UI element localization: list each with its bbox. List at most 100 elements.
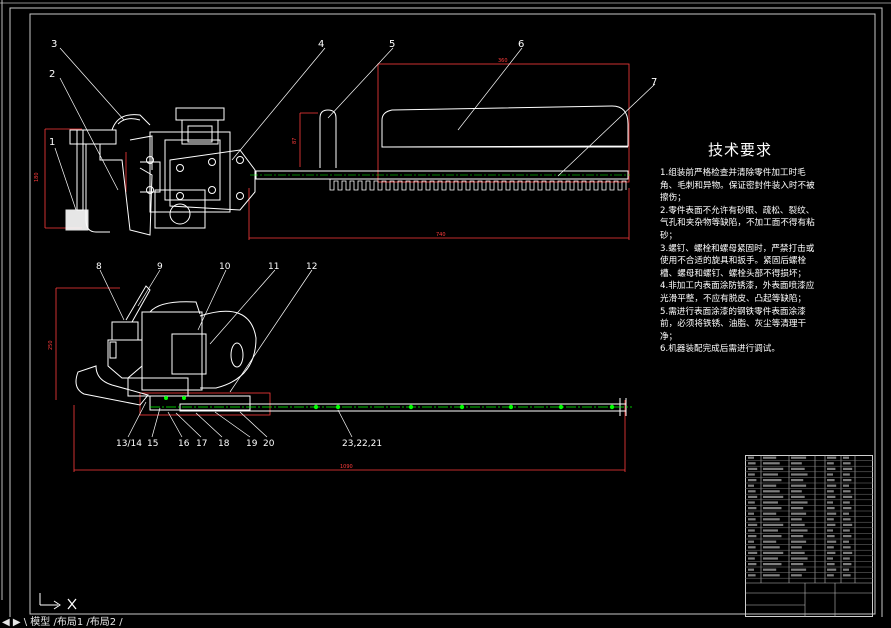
- bom-cell-mark: [843, 484, 849, 487]
- bom-cell-mark: [791, 529, 808, 532]
- tech-line: 砂；: [660, 230, 678, 241]
- callout-4: 4: [318, 39, 324, 50]
- callout-8: 8: [96, 262, 102, 272]
- callout-20: 20: [263, 439, 275, 449]
- callout-1: 1: [49, 137, 55, 148]
- tech-line: 3.螺钉、螺栓和螺母紧固时，严禁打击或: [660, 243, 815, 254]
- technical-requirements-title: 技术要求: [708, 141, 773, 159]
- bom-cell-mark: [843, 507, 852, 510]
- bom-cell-mark: [763, 462, 780, 465]
- layout-tabs-bar: [0, 617, 891, 628]
- bom-cell-mark: [763, 507, 782, 510]
- callout-7: 7: [651, 77, 657, 88]
- bom-cell-mark: [827, 529, 833, 532]
- bom-cell-mark: [763, 456, 777, 459]
- bom-cell-mark: [791, 535, 804, 538]
- bom-cell-mark: [791, 467, 805, 470]
- tech-line: 光滑平整，不应有脱皮、凸起等缺陷；: [660, 293, 807, 304]
- callout-15: 15: [147, 439, 158, 449]
- bom-cell-mark: [827, 574, 834, 577]
- bom-cell-mark: [843, 563, 852, 566]
- tech-line: 槽、螺母和螺钉、螺栓头部不得损坏；: [660, 268, 807, 279]
- bom-cell-mark: [791, 568, 807, 571]
- bom-cell-mark: [763, 490, 780, 493]
- svg-text:1090: 1090: [340, 464, 353, 470]
- bom-cell-mark: [748, 523, 758, 526]
- callout-3: 3: [51, 39, 57, 50]
- bom-cell-mark: [843, 535, 852, 538]
- bom-cell-mark: [791, 507, 804, 510]
- bom-cell-mark: [843, 557, 850, 560]
- bom-cell-mark: [763, 563, 782, 566]
- bom-cell-mark: [763, 484, 777, 487]
- bom-cell-mark: [748, 568, 754, 571]
- bom-cell-mark: [827, 495, 836, 498]
- bom-cell-mark: [843, 512, 849, 515]
- bom-cell-mark: [763, 540, 777, 543]
- ucs-axis-icon: [36, 593, 82, 615]
- tech-line: 前，必须将铁锈、油脂、灰尘等清理干: [660, 319, 807, 330]
- callout-13-14: 13/14: [116, 439, 142, 449]
- bom-cell-mark: [843, 456, 849, 459]
- callout-16: 16: [178, 439, 190, 449]
- bom-cell-mark: [791, 523, 805, 526]
- bom-cell-mark: [827, 512, 837, 515]
- svg-text:180: 180: [34, 172, 40, 182]
- tech-line: 4.非加工内表面涂防锈漆，外表面喷漆应: [660, 281, 815, 292]
- callout-11: 11: [268, 262, 279, 272]
- callout-18: 18: [218, 439, 230, 449]
- bom-cell-mark: [827, 546, 834, 549]
- bom-cell-mark: [827, 473, 833, 476]
- bom-cell-mark: [748, 512, 754, 515]
- bom-cell-mark: [763, 518, 780, 521]
- bom-cell-mark: [827, 535, 835, 538]
- svg-text:87: 87: [292, 138, 298, 144]
- bom-cell-mark: [763, 512, 777, 515]
- bom-cell-mark: [791, 495, 805, 498]
- tech-line: 净；: [660, 331, 678, 342]
- bom-cell-mark: [791, 473, 808, 476]
- bom-cell-mark: [827, 540, 837, 543]
- svg-text:740: 740: [436, 232, 446, 238]
- bom-cell-mark: [748, 462, 756, 465]
- bom-cell-mark: [748, 535, 757, 538]
- bom-cell-mark: [748, 507, 757, 510]
- tech-line: 气孔和夹杂物等缺陷，不加工面不得有粘: [660, 218, 815, 229]
- bom-cell-mark: [827, 563, 835, 566]
- bom-cell-mark: [843, 473, 850, 476]
- bom-cell-mark: [748, 495, 758, 498]
- bom-cell-mark: [748, 563, 757, 566]
- callout-2: 2: [49, 69, 55, 80]
- layout-tabs[interactable]: ◀ ▶ \ 模型 /布局1 /布局2 /: [2, 617, 123, 628]
- bom-cell-mark: [827, 456, 837, 459]
- bom-cell-mark: [748, 551, 758, 554]
- title-block: [745, 455, 873, 617]
- bom-cell-mark: [748, 518, 756, 521]
- close-x-icon: [67, 598, 77, 610]
- bom-cell-mark: [843, 551, 853, 554]
- front-view: 1090 250: [48, 262, 632, 472]
- bom-cell-mark: [763, 551, 784, 554]
- callout-6: 6: [518, 39, 524, 50]
- bom-cell-mark: [748, 473, 755, 476]
- bom-cell-mark: [843, 501, 850, 504]
- tech-line: 1.组装前严格检查并清除零件加工时毛: [660, 168, 806, 178]
- callout-23-22-21: 23,22,21: [342, 439, 382, 449]
- callout-17: 17: [196, 439, 207, 449]
- bom-cell-mark: [748, 456, 754, 459]
- callout-5: 5: [389, 39, 395, 50]
- bom-cell-mark: [748, 484, 754, 487]
- svg-text:360: 360: [498, 58, 508, 64]
- bom-cell-mark: [763, 568, 777, 571]
- bom-cell-mark: [827, 484, 837, 487]
- bom-cell-mark: [763, 473, 778, 476]
- tech-line: 使用不合适的旋具和扳手。紧固后螺栓: [660, 256, 807, 267]
- bom-cell-mark: [843, 568, 849, 571]
- bom-cell-mark: [763, 535, 782, 538]
- bom-cell-mark: [827, 568, 837, 571]
- bom-cell-mark: [748, 574, 756, 577]
- bom-cell-mark: [791, 501, 808, 504]
- bom-cell-mark: [763, 479, 782, 482]
- bom-cell-mark: [827, 507, 835, 510]
